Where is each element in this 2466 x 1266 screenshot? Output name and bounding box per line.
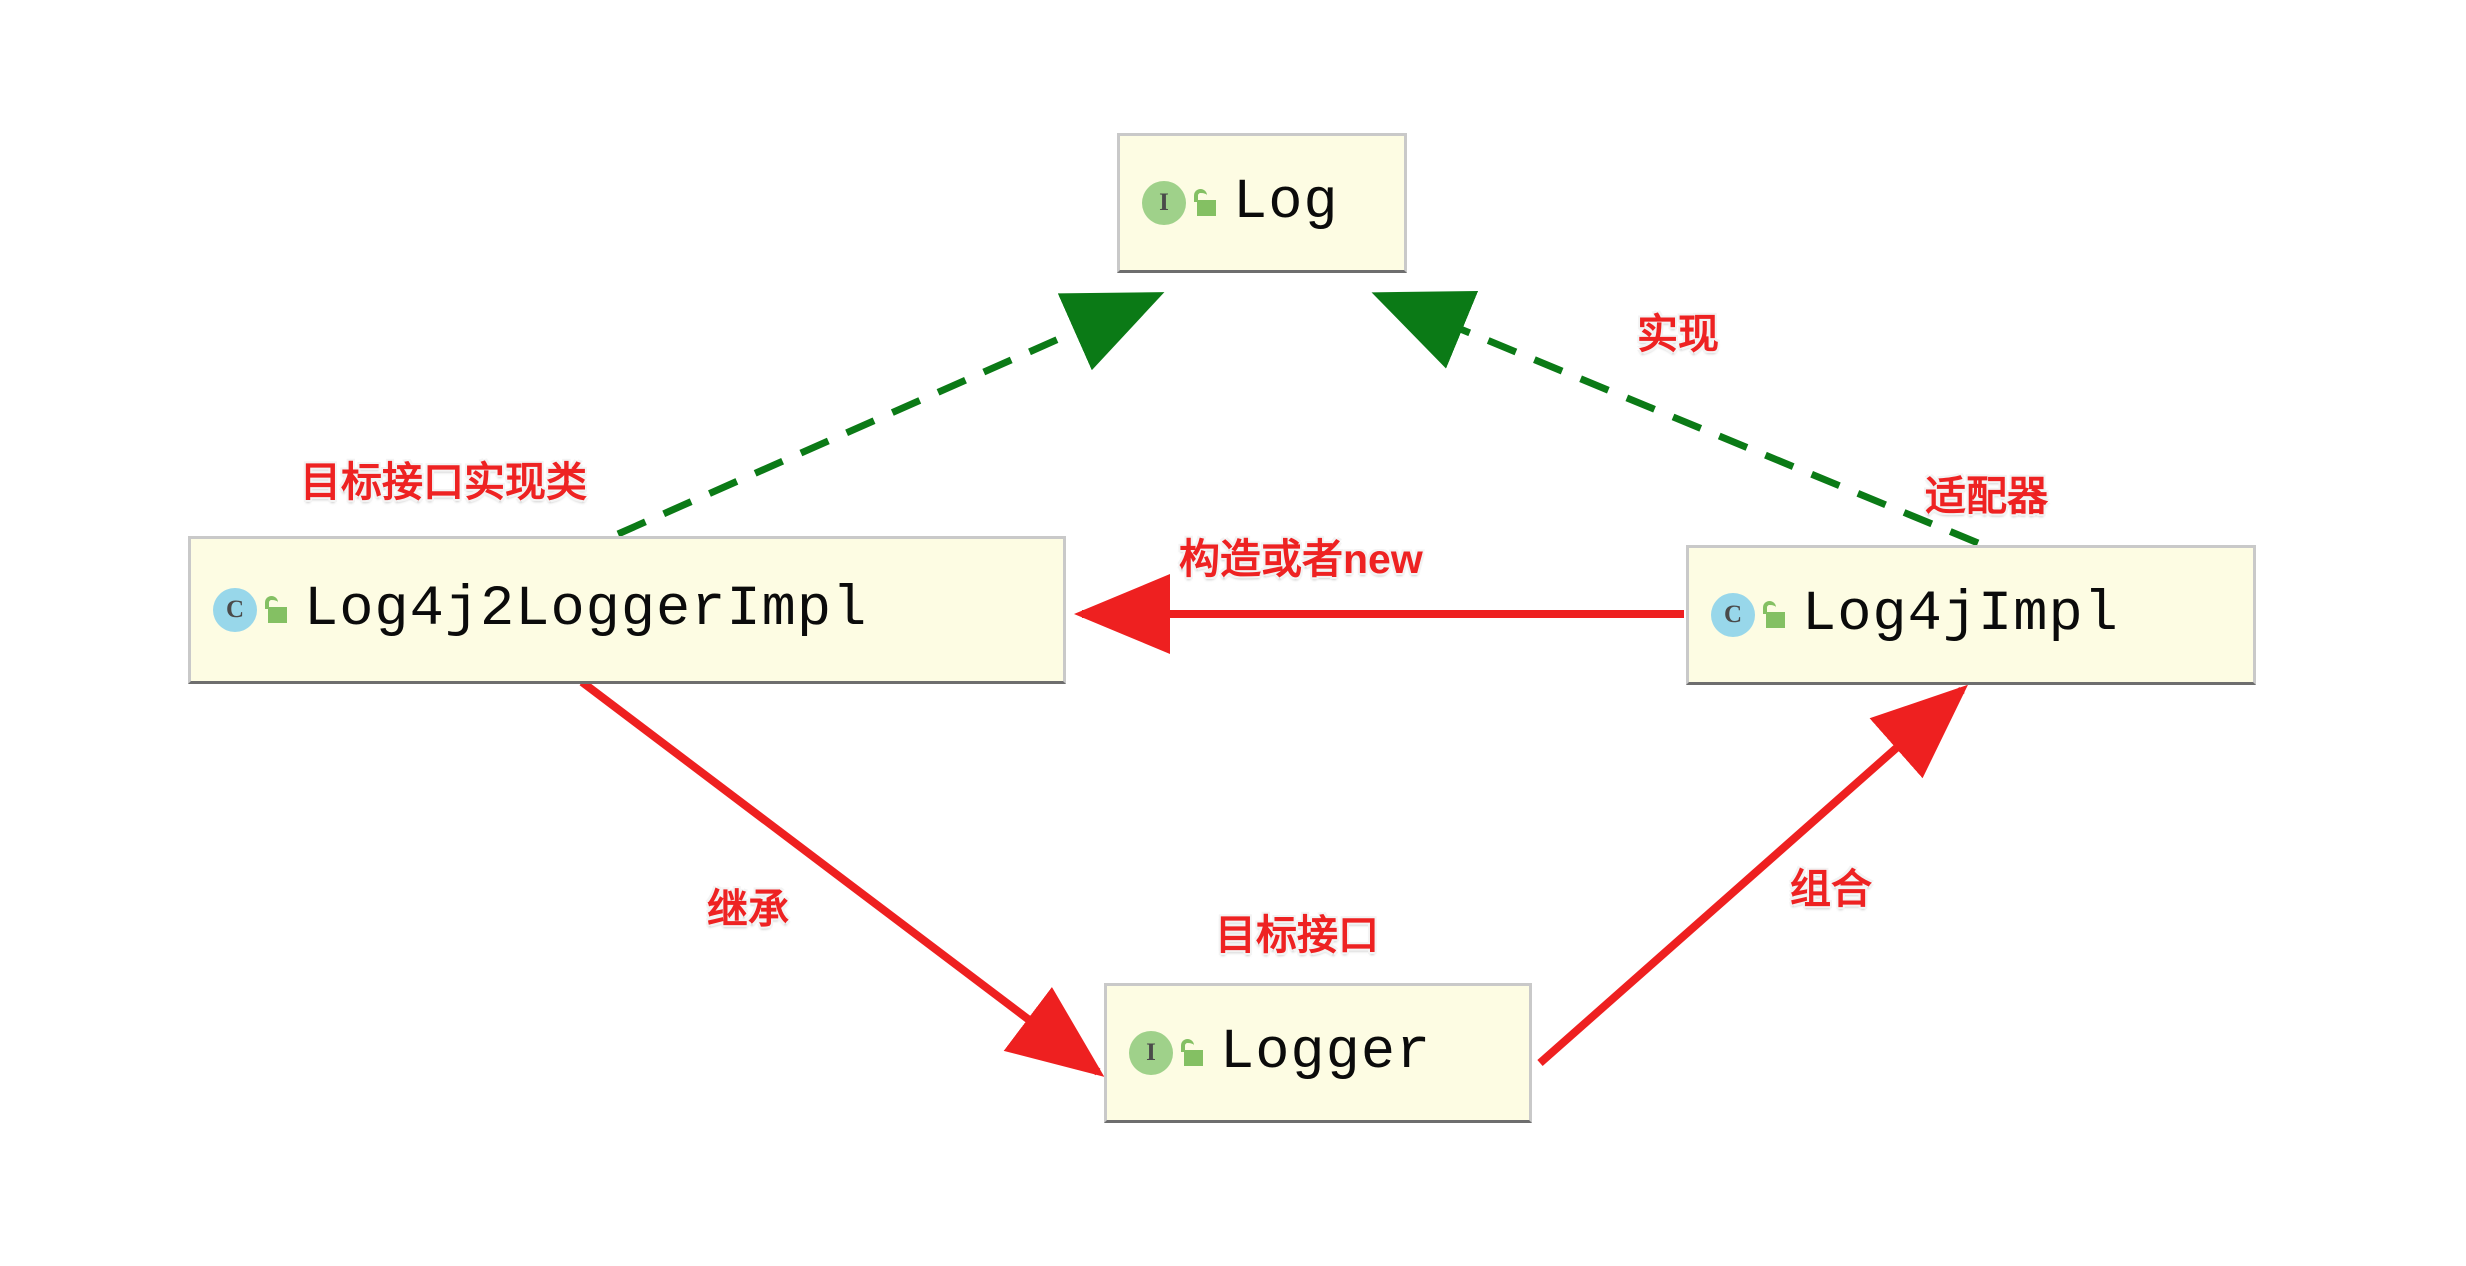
uml-node-log4j2loggerimpl[interactable]: C Log4j2LoggerImpl [188,536,1066,684]
annotation-target-interface-impl: 目标接口实现类 [300,459,587,505]
open-lock-icon [1193,188,1219,218]
interface-badge-icon: I [1129,1031,1173,1075]
uml-node-log4jimpl[interactable]: C Log4jImpl [1686,545,2256,685]
annotation-adapter: 适配器 [1925,473,2048,519]
edge-realization-log4j2loggerimpl-log [616,291,1165,538]
uml-node-log[interactable]: I Log [1117,133,1407,273]
node-label-log4jimpl: Log4jImpl [1802,582,2119,647]
class-badge-icon: C [1711,593,1755,637]
edge-association-inherit [579,678,1105,1077]
node-label-log4j2loggerimpl: Log4j2LoggerImpl [304,577,868,642]
annotation-construct-or-new: 构造或者new [1179,536,1423,582]
node-label-logger: Logger [1220,1020,1432,1085]
open-lock-icon [264,595,290,625]
annotation-compose: 组合 [1790,866,1872,912]
node-content-log4j2loggerimpl: C Log4j2LoggerImpl [213,577,868,642]
node-content-logger: I Logger [1129,1020,1432,1085]
open-lock-icon [1762,600,1788,630]
annotation-inherit: 继承 [707,886,789,932]
class-badge-icon: C [213,588,257,632]
node-content-log: I Log [1142,170,1339,235]
annotation-realize: 实现 [1637,311,1719,357]
annotation-target-interface: 目标接口 [1215,912,1379,958]
node-label-log: Log [1233,170,1339,235]
uml-node-logger[interactable]: I Logger [1104,983,1532,1123]
open-lock-icon [1180,1038,1206,1068]
interface-badge-icon: I [1142,181,1186,225]
node-content-log4jimpl: C Log4jImpl [1711,582,2119,647]
edge-association-compose [1537,684,1968,1066]
